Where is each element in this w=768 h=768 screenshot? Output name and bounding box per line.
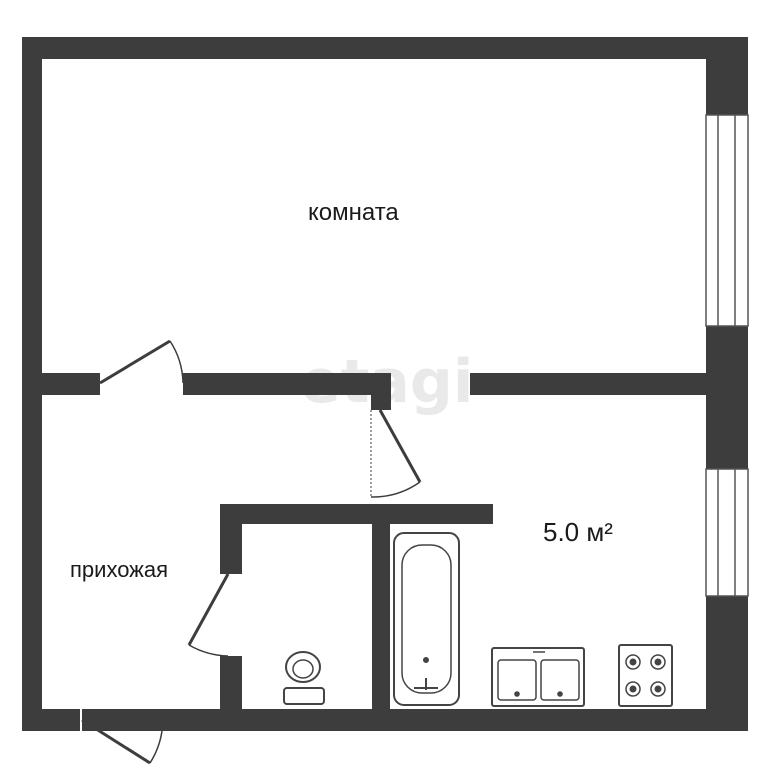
window-icon (705, 114, 749, 327)
wall-bottom (82, 709, 748, 731)
double-sink-icon (491, 647, 585, 707)
room-label-hallway: прихожая (70, 557, 168, 582)
wall-bath-divider (372, 504, 390, 731)
wall-right-b (706, 326, 748, 469)
door-swing-icon (99, 339, 184, 385)
door-swing-icon (370, 409, 422, 498)
interior-walls (42, 373, 706, 731)
wall-top (22, 37, 748, 59)
wall-mid-center (183, 373, 391, 395)
bathtub-icon (393, 532, 460, 706)
wall-mid-stub (371, 395, 391, 410)
wall-bath-notch (473, 504, 493, 524)
wall-wc-left-top (220, 504, 242, 574)
wall-mid-right (470, 373, 706, 395)
wall-wc-left-bottom (220, 656, 242, 731)
wall-right-a (706, 37, 748, 115)
room-label-living: комната (308, 199, 399, 226)
wall-right-c (706, 596, 748, 731)
wall-bath-top (220, 504, 493, 524)
wall-bottom-left (22, 709, 80, 731)
room-label-area: 5.0 м² (543, 517, 613, 547)
door-swing-icon (187, 573, 230, 657)
wall-left (22, 37, 42, 709)
window-icon (705, 468, 749, 597)
wall-mid-left (42, 373, 100, 395)
door-swing-icon (81, 718, 163, 765)
stove-icon (618, 644, 673, 707)
exterior-walls (22, 37, 748, 731)
toilet-icon (283, 651, 325, 705)
